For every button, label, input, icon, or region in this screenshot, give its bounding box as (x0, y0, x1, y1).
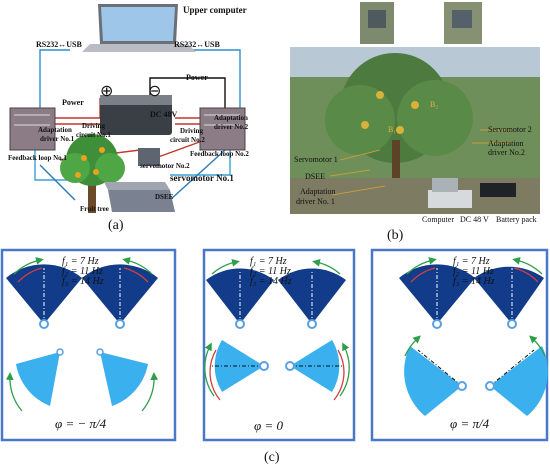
fruit-tree-label: Fruit tree (80, 205, 109, 213)
battery-pack-label: Battery pack (496, 215, 537, 224)
frame-left (0, 248, 177, 442)
freq-label-right-1: f₁ = 7 Hz (453, 256, 490, 267)
power-left-label: Power (62, 98, 84, 107)
upper-computer-label: Upper computer (183, 5, 247, 15)
dsee-label-b: DSEE (305, 172, 325, 181)
panel-b-caption: (b) (387, 228, 404, 243)
dark-sector-right-1 (399, 264, 475, 329)
freq-label-right-3: f₃ = 14 Hz (453, 276, 495, 287)
dark-sector-left-2 (82, 264, 158, 329)
freq-label-mid-3: f₃ = 14 Hz (250, 276, 292, 287)
minus-symbol: ⊖ (148, 83, 162, 100)
computer-label: Computer (422, 215, 454, 224)
dark-sector-mid-2 (278, 268, 346, 329)
adapt1-label-b-2: driver No. 1 (296, 197, 335, 206)
servomotor2-label-b: Servomotor 2 (488, 125, 532, 134)
light-sector-right-1 (404, 346, 467, 416)
battery-icon (100, 95, 172, 135)
rotation-arrows-left (5, 257, 159, 412)
servomotor1-label-b: Servomotor 1 (294, 155, 338, 164)
rs232-left-label: RS232↔USB (36, 40, 82, 49)
feedback-right-label: Feedback loop No.2 (190, 150, 249, 158)
phase-label-right: φ = π/4 (450, 416, 490, 431)
adaptation-driver-right-icon (199, 107, 246, 151)
panel-b-photo (290, 2, 540, 214)
adapt-left-label-2: driver No.1 (40, 135, 75, 143)
panel-c-diagram (0, 248, 549, 442)
servomotor-1-label: servomotor No.1 (170, 173, 234, 183)
light-sector-right-2 (485, 346, 548, 416)
phase-label-left: φ = − π/4 (55, 416, 107, 431)
adapt-right-label-1: Adaptation (214, 114, 248, 122)
driving-left-label-1: Driving (82, 122, 105, 130)
freq-label-left-2: f₂ = 11 Hz (62, 266, 103, 277)
dc-48v-label-b: DC 48 V (460, 215, 489, 224)
phase-label-mid: φ = 0 (254, 418, 283, 433)
freq-label-left-3: f₃ = 14 Hz (62, 276, 104, 287)
laptop-icon (82, 4, 196, 52)
freq-label-left-1: f₁ = 7 Hz (62, 256, 99, 267)
panel-a-caption: (a) (108, 218, 124, 233)
feedback-left-label: Feedback loop No.1 (8, 154, 67, 162)
adapt-left-label-1: Adaptation (38, 126, 72, 134)
power-right-label: Power (186, 73, 208, 82)
rotation-arrows-mid (204, 258, 350, 401)
adapt2-label-b-1: Adaptation (488, 139, 524, 148)
freq-label-mid-1: f₁ = 7 Hz (250, 256, 287, 267)
dark-sector-left-1 (6, 264, 82, 329)
plus-symbol: ⊕ (100, 83, 114, 100)
servomotor-2-icon (138, 148, 160, 166)
freq-label-mid-2: f₂ = 11 Hz (250, 266, 291, 277)
light-sector-mid-2 (285, 340, 342, 392)
servomotor-2-label: servomotor No.2 (140, 162, 190, 170)
dark-sector-mid-1 (206, 268, 274, 329)
driving-right-label-1: Driving (180, 127, 203, 135)
freq-label-right-2: f₂ = 11 Hz (453, 266, 494, 277)
rotation-arrows-right (404, 257, 546, 357)
dark-sector-right-2 (474, 266, 544, 329)
light-sector-left-2 (96, 348, 148, 406)
fruit-tree-icon (60, 134, 125, 213)
adapt-right-label-2: driver No.2 (214, 123, 249, 131)
dc-48v-label: DC 48V (150, 110, 178, 119)
driving-left-label-2: circuit No.1 (76, 131, 111, 139)
adapt2-label-b-2: driver No.2 (488, 148, 525, 157)
light-sector-mid-1 (212, 340, 269, 392)
rs232-right-label: RS232↔USB (174, 40, 220, 49)
dsee-icon (104, 182, 175, 212)
panel-a-diagram (9, 4, 246, 213)
b1-label: B₁ (388, 125, 397, 134)
frame-right (370, 248, 549, 442)
dsee-label-a: DSEE (155, 193, 174, 201)
light-sector-left-1 (16, 348, 64, 406)
adapt1-label-b-1: Adaptation (300, 187, 336, 196)
frame-middle (202, 248, 356, 442)
driving-right-label-2: circuit No.2 (170, 136, 205, 144)
adaptation-driver-left-icon (9, 107, 56, 151)
panel-c-caption: (c) (264, 450, 280, 465)
b2-label: B₂ (430, 100, 439, 109)
